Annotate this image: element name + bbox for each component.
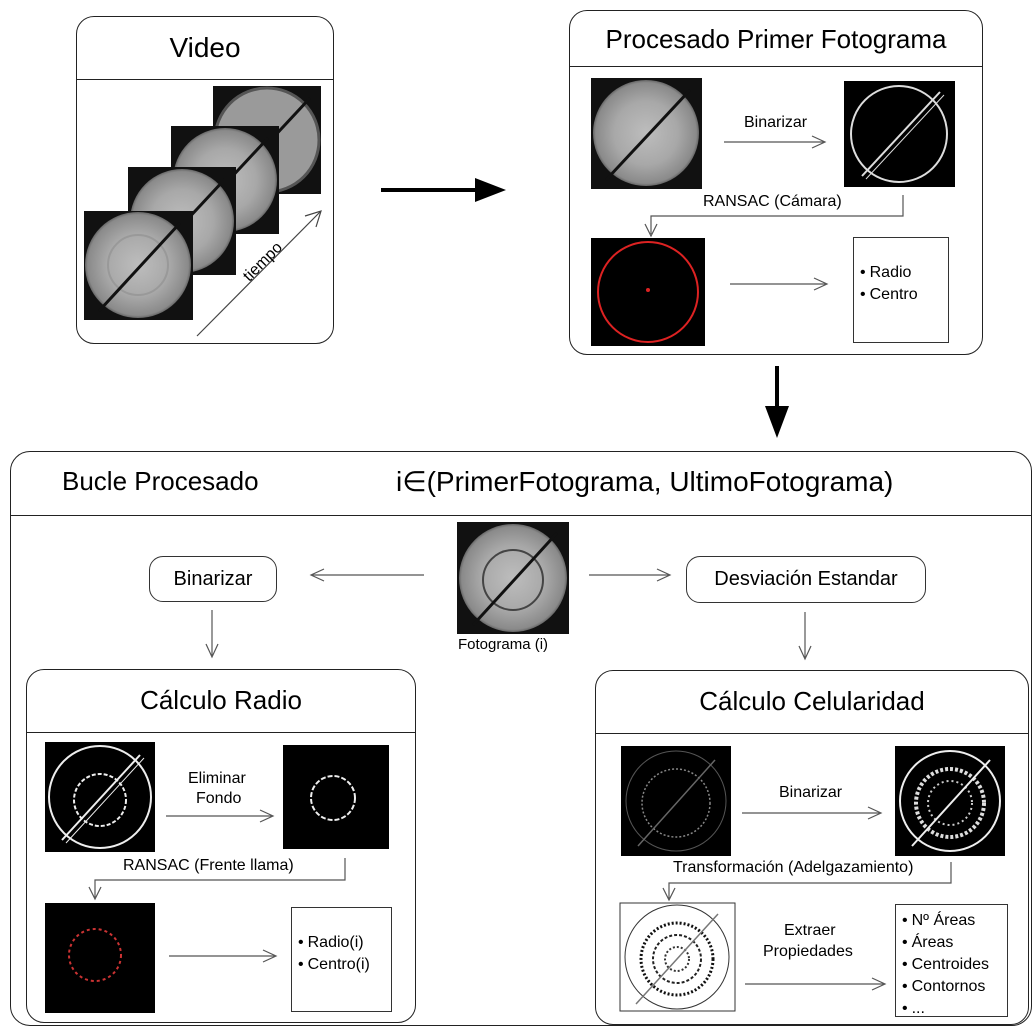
- video-title: Video: [169, 32, 241, 63]
- first-frame-outputs: Radio Centro: [853, 237, 949, 343]
- first-frame-ransac-label: RANSAC (Cámara): [703, 193, 842, 210]
- radius-outputs: Radio(i) Centro(i): [291, 907, 392, 1012]
- loop-header: [11, 452, 1031, 516]
- radius-foreground-frame: [283, 745, 389, 849]
- output-radio: Radio: [860, 262, 948, 284]
- radius-remove-bg-label-2: Fondo: [196, 790, 242, 807]
- output-centroids: Centroides: [902, 954, 1007, 976]
- radius-remove-bg-label-1: Eliminar: [188, 770, 246, 787]
- loop-stddev-node: Desviación Estandar: [686, 556, 926, 603]
- radius-binarized-frame: [45, 742, 155, 852]
- output-centro-i: Centro(i): [298, 954, 391, 976]
- output-contours: Contornos: [902, 976, 1007, 998]
- first-frame-header: [570, 11, 982, 67]
- cellularity-transform-label: Transformación (Adelgazamiento): [673, 859, 914, 876]
- cellularity-extract-label-1: Extraer: [784, 922, 836, 939]
- first-frame-binarized: [844, 81, 955, 187]
- radius-ransac-frame: [45, 903, 155, 1013]
- cellularity-binarize-label: Binarizar: [779, 784, 843, 801]
- first-frame-binarize-label: Binarizar: [744, 114, 808, 131]
- cellularity-title: Cálculo Celularidad: [699, 686, 925, 716]
- cellularity-binarized-frame: [895, 746, 1005, 856]
- cellularity-transform-arrow: [668, 862, 952, 899]
- output-centro: Centro: [860, 284, 948, 306]
- loop-frame-i: [457, 522, 569, 634]
- cellularity-header: [596, 671, 1028, 734]
- first-frame-title: Procesado Primer Fotograma: [605, 24, 947, 54]
- output-radio-i: Radio(i): [298, 932, 391, 954]
- output-areas: Áreas: [902, 932, 1007, 954]
- first-frame-original: [591, 78, 702, 189]
- video-box-header: [77, 17, 333, 80]
- time-arrow: [196, 210, 322, 337]
- first-frame-ransac-result: [591, 238, 705, 346]
- output-more: ...: [902, 998, 1007, 1020]
- cellularity-thinned-frame: [619, 902, 736, 1012]
- loop-frame-caption: Fotograma (i): [458, 636, 549, 653]
- loop-binarize-node: Binarizar: [149, 556, 277, 602]
- cellularity-extract-label-2: Propiedades: [763, 943, 853, 960]
- first-frame-ransac-arrow: [650, 195, 904, 234]
- cellularity-stddev-frame: [621, 746, 731, 856]
- loop-title: Bucle Procesado: [62, 466, 259, 496]
- radius-header: [27, 670, 415, 733]
- cellularity-outputs: Nº Áreas Áreas Centroides Contornos ...: [895, 904, 1008, 1017]
- output-num-areas: Nº Áreas: [902, 910, 1007, 932]
- video-frame-1: [84, 211, 193, 320]
- radius-ransac-label: RANSAC (Frente llama): [123, 857, 294, 874]
- radius-title: Cálculo Radio: [140, 685, 302, 715]
- loop-range: i∈(PrimerFotograma, UltimoFotograma): [396, 466, 894, 497]
- radius-ransac-arrow: [94, 858, 346, 898]
